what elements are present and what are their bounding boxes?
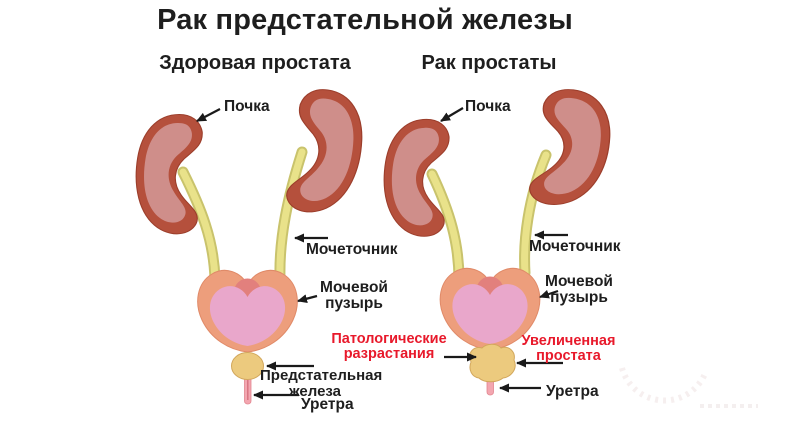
kidney-label-cancer: Почка [465,98,511,115]
kidney-label-healthy: Почка [224,98,270,115]
healthy-right-ureter [274,146,308,284]
arrow-kidney-healthy [196,108,221,122]
urethra-label-healthy: Уретра [301,396,354,413]
arrow-bladder-cancer [539,289,559,299]
cancer-left-kidney [376,115,458,239]
healthy-prostate [231,352,264,380]
cancer-panel-title: Рак простаты [421,52,557,74]
arrow-bladder-healthy [297,294,318,304]
bladder-label-cancer: Мочевой пузырь [545,273,613,307]
ureter-label-healthy: Мочеточник [306,241,398,258]
diagram-title: Рак предстательной железы [157,4,573,36]
ureter-label-cancer: Мочеточник [529,238,621,255]
arrow-kidney-cancer [440,107,464,122]
bladder-label-healthy: Мочевой пузырь [320,279,388,313]
healthy-left-ureter [177,166,221,286]
healthy-left-kidney [128,110,211,237]
enlarged-prostate-label: Увеличенная простата [521,333,616,365]
healthy-bladder [197,269,298,353]
urethra-label-cancer: Уретра [546,383,599,400]
cancer-right-kidney [527,87,615,208]
cancer-enlarged-prostate [469,343,516,383]
healthy-panel-title: Здоровая простата [159,52,351,74]
cancer-right-ureter [519,149,552,279]
pathological-growths-label: Патологические разрастания [331,331,447,363]
prostate-label-healthy: Предстательная железа [260,367,383,400]
cancer-left-ureter [426,168,465,286]
watermark [619,367,758,408]
